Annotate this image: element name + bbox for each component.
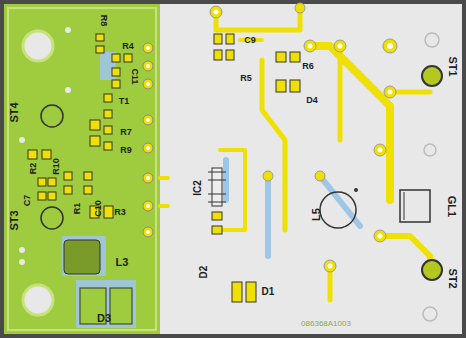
part-label: GL1 [447, 195, 458, 216]
part-label: D2 [199, 266, 209, 279]
part-label: ST1 [447, 56, 458, 76]
part-label: T1 [119, 97, 130, 106]
part-label: ST3 [9, 210, 20, 230]
part-label: C11 [129, 68, 138, 84]
part-label: C10 [93, 200, 102, 217]
part-label: R9 [120, 146, 132, 155]
part-label: ST4 [9, 102, 20, 122]
part-label: ST2 [447, 268, 458, 288]
part-label: R6 [302, 62, 314, 71]
part-label: R10 [51, 158, 60, 175]
part-label: L3 [116, 257, 129, 268]
part-label: D4 [306, 96, 318, 105]
board-number: 086368A1003 [301, 320, 351, 328]
part-label: IC2 [193, 180, 203, 196]
part-label: C7 [23, 194, 32, 206]
part-label: R1 [73, 202, 82, 214]
part-label: L5 [311, 208, 322, 221]
part-label: R8 [99, 14, 108, 26]
part-label: D3 [97, 313, 111, 324]
part-label: R5 [240, 74, 252, 83]
part-label: R7 [120, 128, 132, 137]
part-label: R2 [29, 162, 38, 174]
part-label: C9 [244, 36, 256, 45]
part-label: D1 [262, 287, 275, 297]
part-label: R4 [122, 42, 134, 51]
part-label: R3 [114, 208, 126, 217]
